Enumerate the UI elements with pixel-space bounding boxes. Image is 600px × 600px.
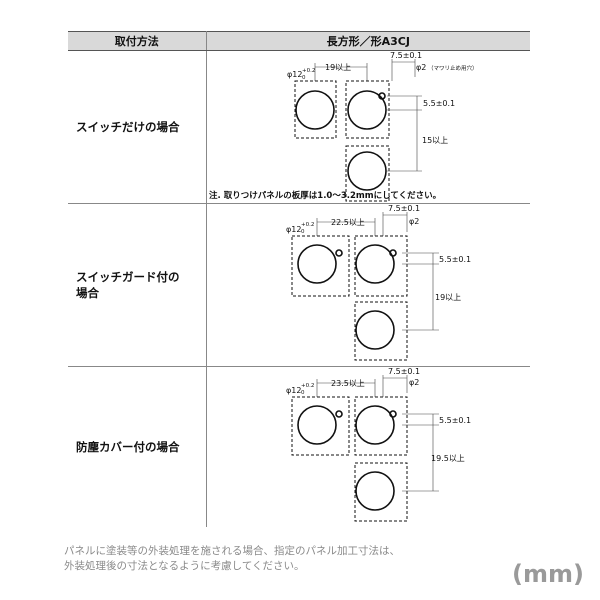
height-label: 5.5±0.1 xyxy=(439,416,471,425)
offset-label: 7.5±0.1 xyxy=(388,367,420,376)
unit-label: (mm) xyxy=(512,560,584,588)
tolerance-upper: +0.2 xyxy=(301,383,314,389)
table-row: スイッチだけの場合 xyxy=(68,50,530,204)
small-hole-label: φ2 xyxy=(409,378,419,387)
vertical-spacing-label: 15以上 xyxy=(422,136,448,145)
small-hole-label: φ2 xyxy=(409,217,419,226)
tolerance-upper: +0.2 xyxy=(301,222,314,228)
header-model: 長方形／形A3CJ xyxy=(206,31,530,51)
cutout-outline xyxy=(291,396,349,456)
hole-diameter-label: φ12 xyxy=(286,386,301,395)
tolerance-lower: 0 xyxy=(301,390,305,396)
hole-12mm xyxy=(346,90,387,130)
method-label-line2: 場合 xyxy=(76,286,99,300)
table-row: スイッチガード付の 場合 xyxy=(68,203,530,367)
hole-diameter-label: φ12 xyxy=(287,70,302,79)
height-label: 5.5±0.1 xyxy=(423,99,455,108)
diagram-cell: φ12 +0.2 0 22.5以上 7.5±0.1 φ2 5.5±0.1 19以… xyxy=(206,203,530,367)
cutout-outline xyxy=(345,145,389,202)
tolerance-lower: 0 xyxy=(302,75,306,81)
cover-hole xyxy=(334,410,343,418)
cutout-outline xyxy=(345,80,389,139)
method-label: スイッチだけの場合 xyxy=(76,120,180,134)
hole-diameter-label: φ12 xyxy=(286,225,301,234)
hole-12mm xyxy=(294,90,335,130)
footnote-line: パネルに塗装等の外装処理を施される場合、指定のパネル加工寸法は、 xyxy=(64,545,400,557)
hole-12mm xyxy=(346,151,387,191)
hole-12mm xyxy=(296,405,337,445)
cutout-outline xyxy=(354,235,407,297)
header-mounting-method: 取付方法 xyxy=(68,31,207,51)
spacing-label: 22.5以上 xyxy=(331,218,365,227)
cutout-outline xyxy=(294,80,336,139)
cutout-diagram-switch-only: φ12 +0.2 0 19以上 7.5±0.1 φ2 （マワリ止め用穴） 5.5… xyxy=(209,51,478,202)
cutout-outline xyxy=(354,462,407,522)
method-cell: 防塵カバー付の場合 xyxy=(68,366,207,527)
spacing-label: 19以上 xyxy=(325,63,351,72)
hole-12mm xyxy=(296,244,337,284)
small-hole-note: （マワリ止め用穴） xyxy=(428,64,478,72)
diagram-cell: φ12 +0.2 0 23.5以上 7.5±0.1 φ2 5.5±0.1 19.… xyxy=(206,367,530,528)
cutout-outline xyxy=(291,235,349,297)
offset-label: 7.5±0.1 xyxy=(388,204,420,213)
anti-rotation-hole xyxy=(388,249,397,257)
cutout-outline xyxy=(354,301,407,361)
coating-footnote: パネルに塗装等の外装処理を施される場合、指定のパネル加工寸法は、 外装処理後の寸… xyxy=(64,544,504,574)
table-header-row: 取付方法 長方形／形A3CJ xyxy=(68,31,530,51)
anti-rotation-hole xyxy=(377,92,386,100)
method-label: 防塵カバー付の場合 xyxy=(76,440,180,454)
panel-cutout-table: 取付方法 長方形／形A3CJ スイッチだけの場合 xyxy=(68,31,530,527)
hole-12mm xyxy=(354,471,395,511)
spacing-label: 23.5以上 xyxy=(331,379,365,388)
method-cell: スイッチガード付の 場合 xyxy=(68,203,207,367)
thickness-note: 注. 取りつけパネルの板厚は1.0〜3.2mmにしてください。 xyxy=(209,190,441,201)
tolerance-upper: +0.2 xyxy=(302,68,315,74)
hole-12mm xyxy=(354,244,395,284)
hole-12mm xyxy=(354,310,395,350)
anti-rotation-hole xyxy=(388,410,397,418)
tolerance-lower: 0 xyxy=(301,229,305,235)
table-row: 防塵カバー付の場合 xyxy=(68,366,530,528)
small-hole-label: φ2 xyxy=(416,63,426,72)
height-label: 5.5±0.1 xyxy=(439,255,471,264)
offset-label: 7.5±0.1 xyxy=(390,51,422,60)
vertical-spacing-label: 19.5以上 xyxy=(431,454,465,463)
hole-12mm xyxy=(354,405,395,445)
cutout-diagram-switch-guard: φ12 +0.2 0 22.5以上 7.5±0.1 φ2 5.5±0.1 19以… xyxy=(286,204,471,361)
vertical-spacing-label: 19以上 xyxy=(435,293,461,302)
diagram-cell: φ12 +0.2 0 19以上 7.5±0.1 φ2 （マワリ止め用穴） 5.5… xyxy=(206,50,530,204)
cutout-diagram-dust-cover: φ12 +0.2 0 23.5以上 7.5±0.1 φ2 5.5±0.1 19.… xyxy=(286,367,471,522)
method-cell: スイッチだけの場合 xyxy=(68,50,207,204)
guard-hole xyxy=(334,249,343,257)
cutout-outline xyxy=(354,396,407,456)
footnote-line: 外装処理後の寸法となるように考慮してください。 xyxy=(64,560,305,572)
method-label: スイッチガード付の xyxy=(76,270,180,284)
